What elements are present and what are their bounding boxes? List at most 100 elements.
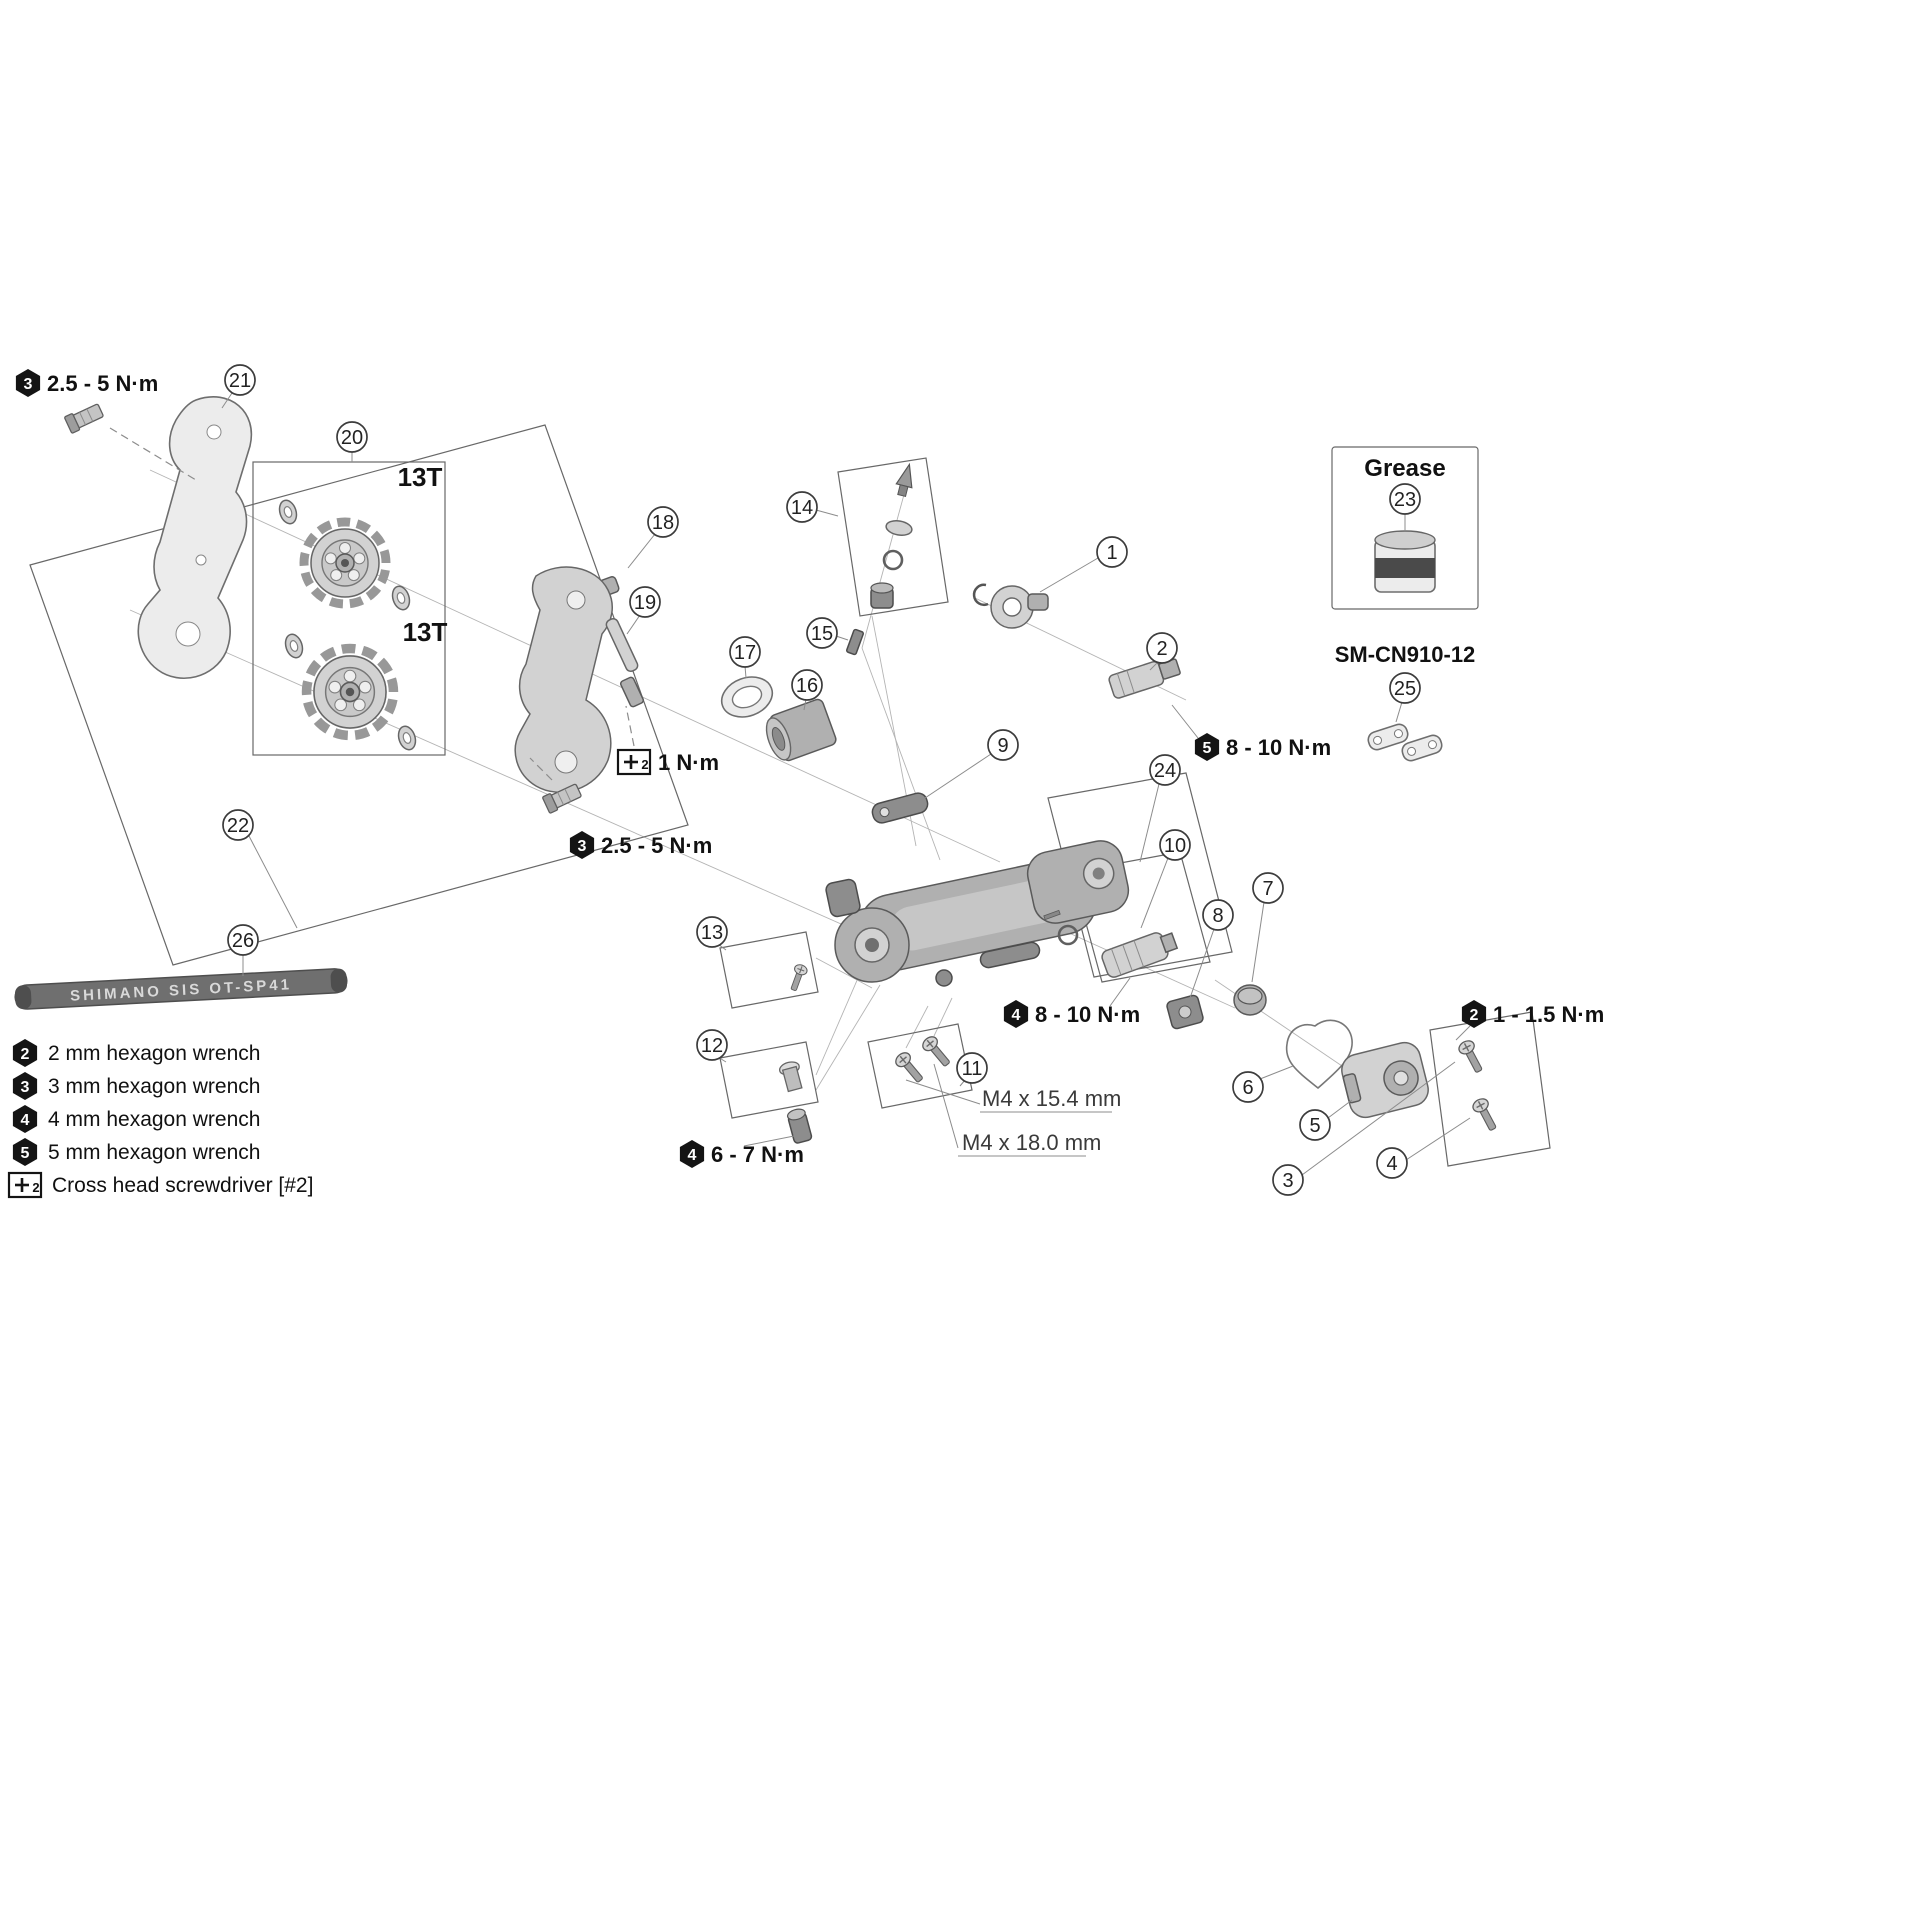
part-cable-adjust-bolt xyxy=(1043,909,1179,978)
svg-text:16: 16 xyxy=(796,675,818,697)
callout-25: 25 xyxy=(1389,672,1421,723)
svg-text:2.5 - 5 N·m: 2.5 - 5 N·m xyxy=(601,833,712,858)
svg-text:5: 5 xyxy=(1309,1115,1320,1137)
part-cable-fixing-plate xyxy=(1166,994,1204,1030)
svg-text:4: 4 xyxy=(1386,1153,1397,1175)
hex3-badge: 3 xyxy=(578,838,587,855)
part-outer-casing: SHIMANO SIS OT-SP41 xyxy=(14,968,348,1010)
svg-text:13: 13 xyxy=(701,922,723,944)
callout-7: 7 xyxy=(1251,872,1284,983)
callout-3: 3 xyxy=(1272,1061,1456,1196)
hex2-badge: 2 xyxy=(1470,1007,1479,1024)
svg-text:3 mm hexagon wrench: 3 mm hexagon wrench xyxy=(48,1075,260,1098)
hex2-badge: 2 xyxy=(21,1046,30,1063)
hex4-badge: 4 xyxy=(1012,1007,1021,1024)
svg-text:4 mm hexagon wrench: 4 mm hexagon wrench xyxy=(48,1108,260,1131)
part-seal-ring xyxy=(720,676,774,718)
svg-text:5 mm hexagon wrench: 5 mm hexagon wrench xyxy=(48,1141,260,1164)
svg-text:23: 23 xyxy=(1394,489,1416,511)
callout-20: 20 xyxy=(336,421,368,462)
screw-size-labels: M4 x 15.4 mm M4 x 18.0 mm xyxy=(905,1063,1121,1157)
part-tension-adjuster-set xyxy=(870,462,913,609)
callout-18: 18 xyxy=(627,506,679,569)
callout-4: 4 xyxy=(1376,1117,1471,1179)
part-cover-screws xyxy=(1456,1037,1502,1134)
hex3-badge: 3 xyxy=(21,1079,30,1096)
svg-text:6: 6 xyxy=(1242,1077,1253,1099)
callout-15: 15 xyxy=(806,617,849,649)
callout-21: 21 xyxy=(221,364,256,409)
bounding-boxes xyxy=(29,424,1551,1167)
phillips-badge: 2 xyxy=(641,757,648,772)
part-outer-plate xyxy=(137,396,253,679)
svg-text:24: 24 xyxy=(1154,760,1176,782)
legend-item-phillips: 2 Cross head screwdriver [#2] xyxy=(7,1171,313,1199)
svg-text:8 - 10 N·m: 8 - 10 N·m xyxy=(1226,735,1331,760)
torque-stopper: 4 6 - 7 N·m xyxy=(679,1135,804,1168)
callout-10: 10 xyxy=(1140,829,1191,929)
callout-19: 19 xyxy=(626,586,661,635)
svg-text:22: 22 xyxy=(227,815,249,837)
callout-22: 22 xyxy=(222,809,298,929)
callout-14: 14 xyxy=(786,491,839,523)
part-switch-unit xyxy=(1341,1041,1429,1119)
svg-text:9: 9 xyxy=(997,735,1008,757)
svg-text:26: 26 xyxy=(232,930,254,952)
callout-13: 13 xyxy=(696,916,728,951)
part-quick-link xyxy=(1367,723,1443,762)
tool-legend: 2 2 mm hexagon wrench 3 3 mm hexagon wre… xyxy=(7,1039,313,1199)
callout-1: 1 xyxy=(1039,536,1128,593)
callout-17: 17 xyxy=(729,636,761,679)
svg-text:8 - 10 N·m: 8 - 10 N·m xyxy=(1035,1002,1140,1027)
grease-label: Grease xyxy=(1364,455,1445,482)
svg-text:10: 10 xyxy=(1164,835,1186,857)
svg-text:21: 21 xyxy=(229,370,251,392)
svg-text:1 - 1.5 N·m: 1 - 1.5 N·m xyxy=(1493,1002,1604,1027)
part-cap xyxy=(1233,984,1267,1016)
svg-text:25: 25 xyxy=(1394,678,1416,700)
svg-text:6 - 7 N·m: 6 - 7 N·m xyxy=(711,1142,804,1167)
svg-text:18: 18 xyxy=(652,512,674,534)
svg-text:12: 12 xyxy=(701,1035,723,1057)
part-bracket-axle xyxy=(1108,658,1181,699)
quick-link-label: SM-CN910-12 xyxy=(1335,642,1476,667)
part-set-screw xyxy=(846,628,864,656)
torque-bracket-axle: 5 8 - 10 N·m xyxy=(1171,704,1331,761)
hex4-badge: 4 xyxy=(21,1112,30,1129)
svg-text:7: 7 xyxy=(1262,878,1273,900)
part-pulley-upper xyxy=(304,522,386,604)
part-bushing xyxy=(778,1061,813,1144)
legend-item-hex4: 4 4 mm hexagon wrench xyxy=(12,1105,260,1133)
outer-plate-bolt xyxy=(63,401,197,481)
svg-text:2: 2 xyxy=(1156,638,1167,660)
part-pulley-lower xyxy=(307,649,394,736)
svg-text:2.5 - 5 N·m: 2.5 - 5 N·m xyxy=(47,371,158,396)
callout-16: 16 xyxy=(791,669,823,711)
torque-pulley-bolt: 2 1 N·m xyxy=(616,705,719,776)
callout-23: 23 xyxy=(1389,483,1421,531)
callout-26: 26 xyxy=(227,924,259,976)
part-gasket xyxy=(1285,1019,1353,1090)
torque-labels: 3 2.5 - 5 N·m 3 2.5 - 5 N·m 2 1 N·m 5 8 … xyxy=(15,369,1604,1168)
svg-text:8: 8 xyxy=(1212,905,1223,927)
part-clutch-drum xyxy=(765,698,837,762)
torque-outer-plate: 3 2.5 - 5 N·m xyxy=(15,369,158,397)
callout-6: 6 xyxy=(1232,1065,1294,1103)
callout-12: 12 xyxy=(696,1029,728,1063)
callout-9: 9 xyxy=(921,729,1019,801)
torque-cover-screw: 2 1 - 1.5 N·m xyxy=(1455,1000,1604,1041)
svg-text:1 N·m: 1 N·m xyxy=(658,750,719,775)
part-grease-jar xyxy=(1374,530,1436,593)
phillips-badge: 2 xyxy=(32,1180,39,1195)
hex5-badge: 5 xyxy=(21,1145,30,1162)
svg-text:Cross head screwdriver [#2]: Cross head screwdriver [#2] xyxy=(52,1174,313,1197)
svg-text:15: 15 xyxy=(811,623,833,645)
hex5-badge: 5 xyxy=(1203,740,1212,757)
part-cable-cover xyxy=(871,792,929,824)
pulley-lower-teeth-label: 13T xyxy=(403,617,448,647)
torque-cable-fixing: 4 8 - 10 N·m xyxy=(1003,977,1140,1028)
hex3-badge: 3 xyxy=(24,376,33,393)
part-plate-stopper-pin xyxy=(786,962,810,993)
screw-m4-154-label: M4 x 15.4 mm xyxy=(982,1086,1121,1111)
